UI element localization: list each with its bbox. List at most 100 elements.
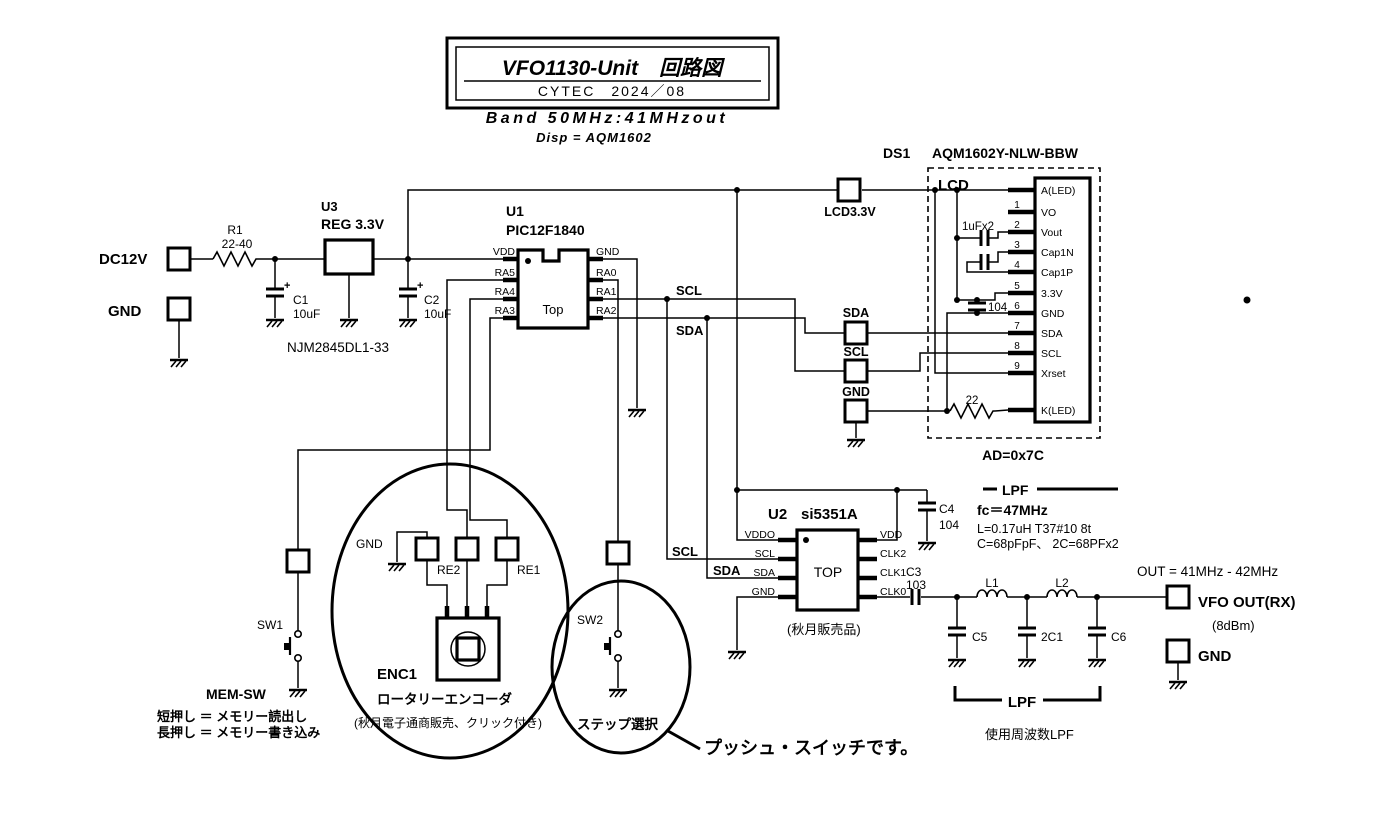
junction-dot (272, 256, 278, 262)
lcd-pin-number: 7 (1014, 321, 1020, 332)
lpf-section: LPF fc＝47MHz L=0.17uH T37#10 8t C=68pFpF… (946, 482, 1278, 742)
sw1-push-switch[interactable] (282, 629, 303, 663)
junction-dot (894, 487, 900, 493)
encoder-section: GND RE2 RE1 ENC1 ロータリーエンコーダ (秋月電子通商販売、クリ… (330, 462, 570, 760)
u2-pin-clk1: CLK1 (880, 567, 906, 579)
ground-symbol (287, 688, 309, 699)
sda-terminal-label: SDA (843, 306, 869, 320)
c3-value: 103 (906, 578, 926, 592)
sw2-section: SW2 ステップ選択 プッシュ・スイッチです。 (550, 540, 918, 758)
lcd-pin-vout: Vout (1041, 227, 1062, 239)
u1-pin-ra0: RA0 (596, 267, 617, 279)
c1-ref: C1 (293, 293, 309, 307)
sda-net-label: SDA (676, 323, 704, 338)
capacitor-c1 (264, 287, 286, 298)
encoder-callout-ellipse (330, 462, 570, 760)
u1-pin-gnd: GND (596, 246, 620, 258)
lpf-l-spec: L=0.17uH T37#10 8t (977, 522, 1092, 536)
output-section: VFO OUT(RX) (8dBm) GND (1165, 584, 1296, 691)
gnd-terminal (843, 398, 869, 424)
junction-dot (704, 315, 710, 321)
lcd-pin-number: 4 (1014, 260, 1020, 271)
power-wires (178, 258, 503, 358)
lcd-pin-33v: 3.3V (1041, 288, 1063, 300)
ds1-ref: DS1 (883, 145, 910, 161)
u3-part: NJM2845DL1-33 (287, 340, 389, 355)
dc12v-label: DC12V (99, 251, 147, 268)
junction-dot (974, 297, 980, 303)
ground-symbol (264, 318, 286, 329)
sw2-push-switch[interactable] (602, 629, 623, 663)
u2-pin1-dot (803, 537, 809, 543)
r1-value: 22-40 (222, 237, 253, 251)
scl-terminal-label: SCL (844, 345, 869, 359)
i2c-terminals: LCD3.3V SDA SCL GND (824, 177, 876, 424)
c2-value: 10uF (424, 307, 451, 321)
lcd33-terminal (836, 177, 862, 203)
junction-dot (974, 310, 980, 316)
u2-pin-clk0: CLK0 (880, 586, 906, 598)
u1-ref: U1 (506, 203, 524, 219)
lcd-pin-stubs (1008, 187, 1035, 413)
resistor-r1 (212, 251, 259, 267)
sda-terminal (843, 320, 869, 346)
ground-symbol (726, 650, 748, 661)
u2-pin-vddo: VDDO (745, 529, 775, 541)
junction-dot (932, 187, 938, 193)
lcd-module-section: DS1 AQM1602Y-NLW-BBW LCD A(LED) VO Vout … (845, 145, 1101, 463)
u1-orientation: Top (543, 302, 564, 317)
junction-dot (1094, 594, 1100, 600)
title-block: VFO1130-Unit 回路図 CYTEC 2024／08 Band 50MH… (445, 36, 780, 145)
rail-3v3 (407, 187, 1008, 541)
vfo-dbm-label: (8dBm) (1212, 618, 1255, 633)
c4-value: 104 (939, 518, 959, 532)
u2-orientation: TOP (814, 564, 843, 580)
u2-body (795, 528, 860, 612)
junction-dot (954, 297, 960, 303)
dc12v-terminal (166, 246, 192, 272)
lpf-fc: fc＝47MHz (977, 502, 1048, 518)
encoder-pad-gnd (414, 536, 440, 562)
lcd-label: LCD (938, 177, 969, 194)
u2-part: si5351A (801, 506, 858, 523)
ground-symbol (397, 318, 419, 329)
u1-part: PIC12F1840 (506, 222, 585, 238)
sw1-terminal (285, 548, 311, 574)
capacitor-c2 (397, 287, 419, 298)
c5-label: C5 (972, 630, 988, 644)
lpf-out-spec: OUT = 41MHz - 42MHz (1137, 564, 1278, 579)
u1-body (516, 248, 590, 330)
u1-pin-vdd: VDD (493, 246, 516, 258)
c12-label: 2C1 (1041, 630, 1063, 644)
c4-ref: C4 (939, 502, 955, 516)
r1-ref: R1 (227, 223, 243, 237)
lcd-pin-gnd: GND (1041, 308, 1065, 320)
junction-dot (954, 594, 960, 600)
lpf-note: 使用周波数LPF (985, 727, 1074, 742)
ground-symbol (607, 688, 629, 699)
encoder-shaft-circle (450, 631, 486, 667)
lcd-boundary (927, 167, 1101, 439)
u1-pin-ra2: RA2 (596, 305, 617, 317)
ground-symbol (386, 562, 408, 573)
ground-symbol (338, 318, 360, 329)
lcd-pin-number: 1 (1014, 200, 1020, 211)
u2-pin-vdd: VDD (880, 529, 903, 541)
encoder-shaft-square[interactable] (455, 636, 481, 662)
lpf-c-spec: C=68pFpF、 2C=68PFx2 (977, 537, 1119, 551)
junction-dot (954, 235, 960, 241)
lpf-wires (956, 596, 1167, 658)
junction-dot (954, 187, 960, 193)
u2-pin-clk2: CLK2 (880, 548, 906, 560)
ground-symbol (916, 541, 938, 552)
l1-label: L1 (985, 576, 999, 590)
encoder-gnd-label: GND (356, 537, 383, 551)
lcd-pin-number: 3 (1014, 240, 1020, 251)
u2-note: (秋月販売品) (787, 622, 861, 637)
u1-pin1-dot (525, 258, 531, 264)
sw2-name: ステップ選択 (577, 716, 658, 732)
ground-symbol (1167, 680, 1189, 691)
u3-name: REG 3.3V (321, 216, 385, 232)
